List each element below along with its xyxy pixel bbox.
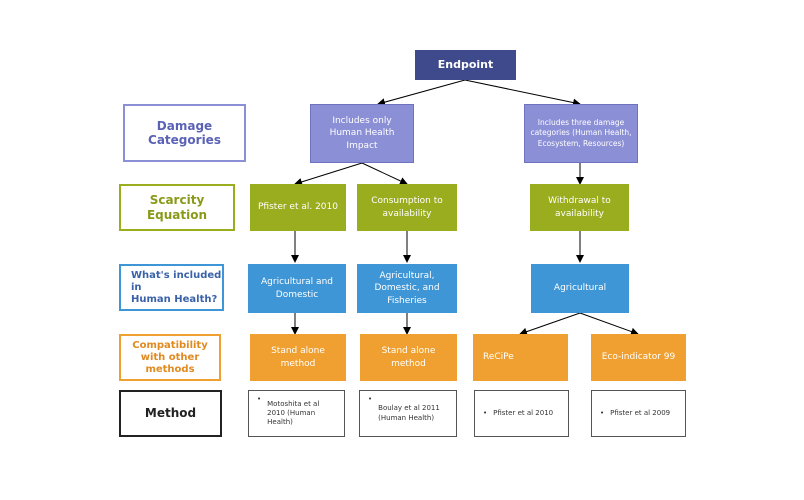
method-pfister2010-box: • Pfister et al 2010 [474,390,569,437]
health-agri-domestic-fisheries-node: Agricultural, Domestic, and Fisheries [357,264,457,313]
compat-standalone-node-2: Stand alone method [360,334,457,381]
row-label-scarcity-equation: Scarcity Equation [119,184,235,231]
damage-three-categories-node: Includes three damage categories (Human … [524,104,638,163]
arrow-agricultural-to-ecoindicator [579,312,639,336]
bullet-glyph: • [483,408,488,417]
endpoint-node: Endpoint [415,50,516,80]
scarcity-pfister-node: Pfister et al. 2010 [250,184,346,231]
arrow-agricultural-to-recipe [519,312,581,336]
scarcity-consumption-node: Consumption to availability [357,184,457,231]
row-label-method: Method [119,390,222,437]
scarcity-withdrawal-node: Withdrawal to availability [530,184,629,231]
row-label-human-health: What's included in Human Health? [119,264,224,311]
health-agri-domestic-node: Agricultural and Domestic [248,264,346,313]
compat-standalone-node-1: Stand alone method [250,334,346,381]
compat-ecoindicator-node: Eco-indicator 99 [591,334,686,381]
arrow-endpoint-to-human-health [377,79,466,106]
compat-recipe-node: ReCiPe [473,334,568,381]
method-motoshita-box: • Motoshita et al 2010 (Human Health) [248,390,345,437]
row-label-compatibility: Compatibility with other methods [119,334,221,381]
arrow-human-health-to-pfister [294,162,363,186]
bullet-glyph: • [257,395,262,403]
bullet-glyph: • [368,395,373,403]
method-pfister2009-box: • Pfister et al 2009 [591,390,686,437]
damage-human-health-node: Includes only Human Health Impact [310,104,414,163]
bullet-glyph: • [600,408,605,417]
row-label-damage-categories: Damage Categories [123,104,246,162]
method-boulay-box: • Boulay et al 2011 (Human Health) [359,390,457,437]
arrow-human-health-to-consumption [361,162,408,185]
health-agricultural-node: Agricultural [531,264,629,313]
arrow-endpoint-to-three-damage [464,79,581,107]
